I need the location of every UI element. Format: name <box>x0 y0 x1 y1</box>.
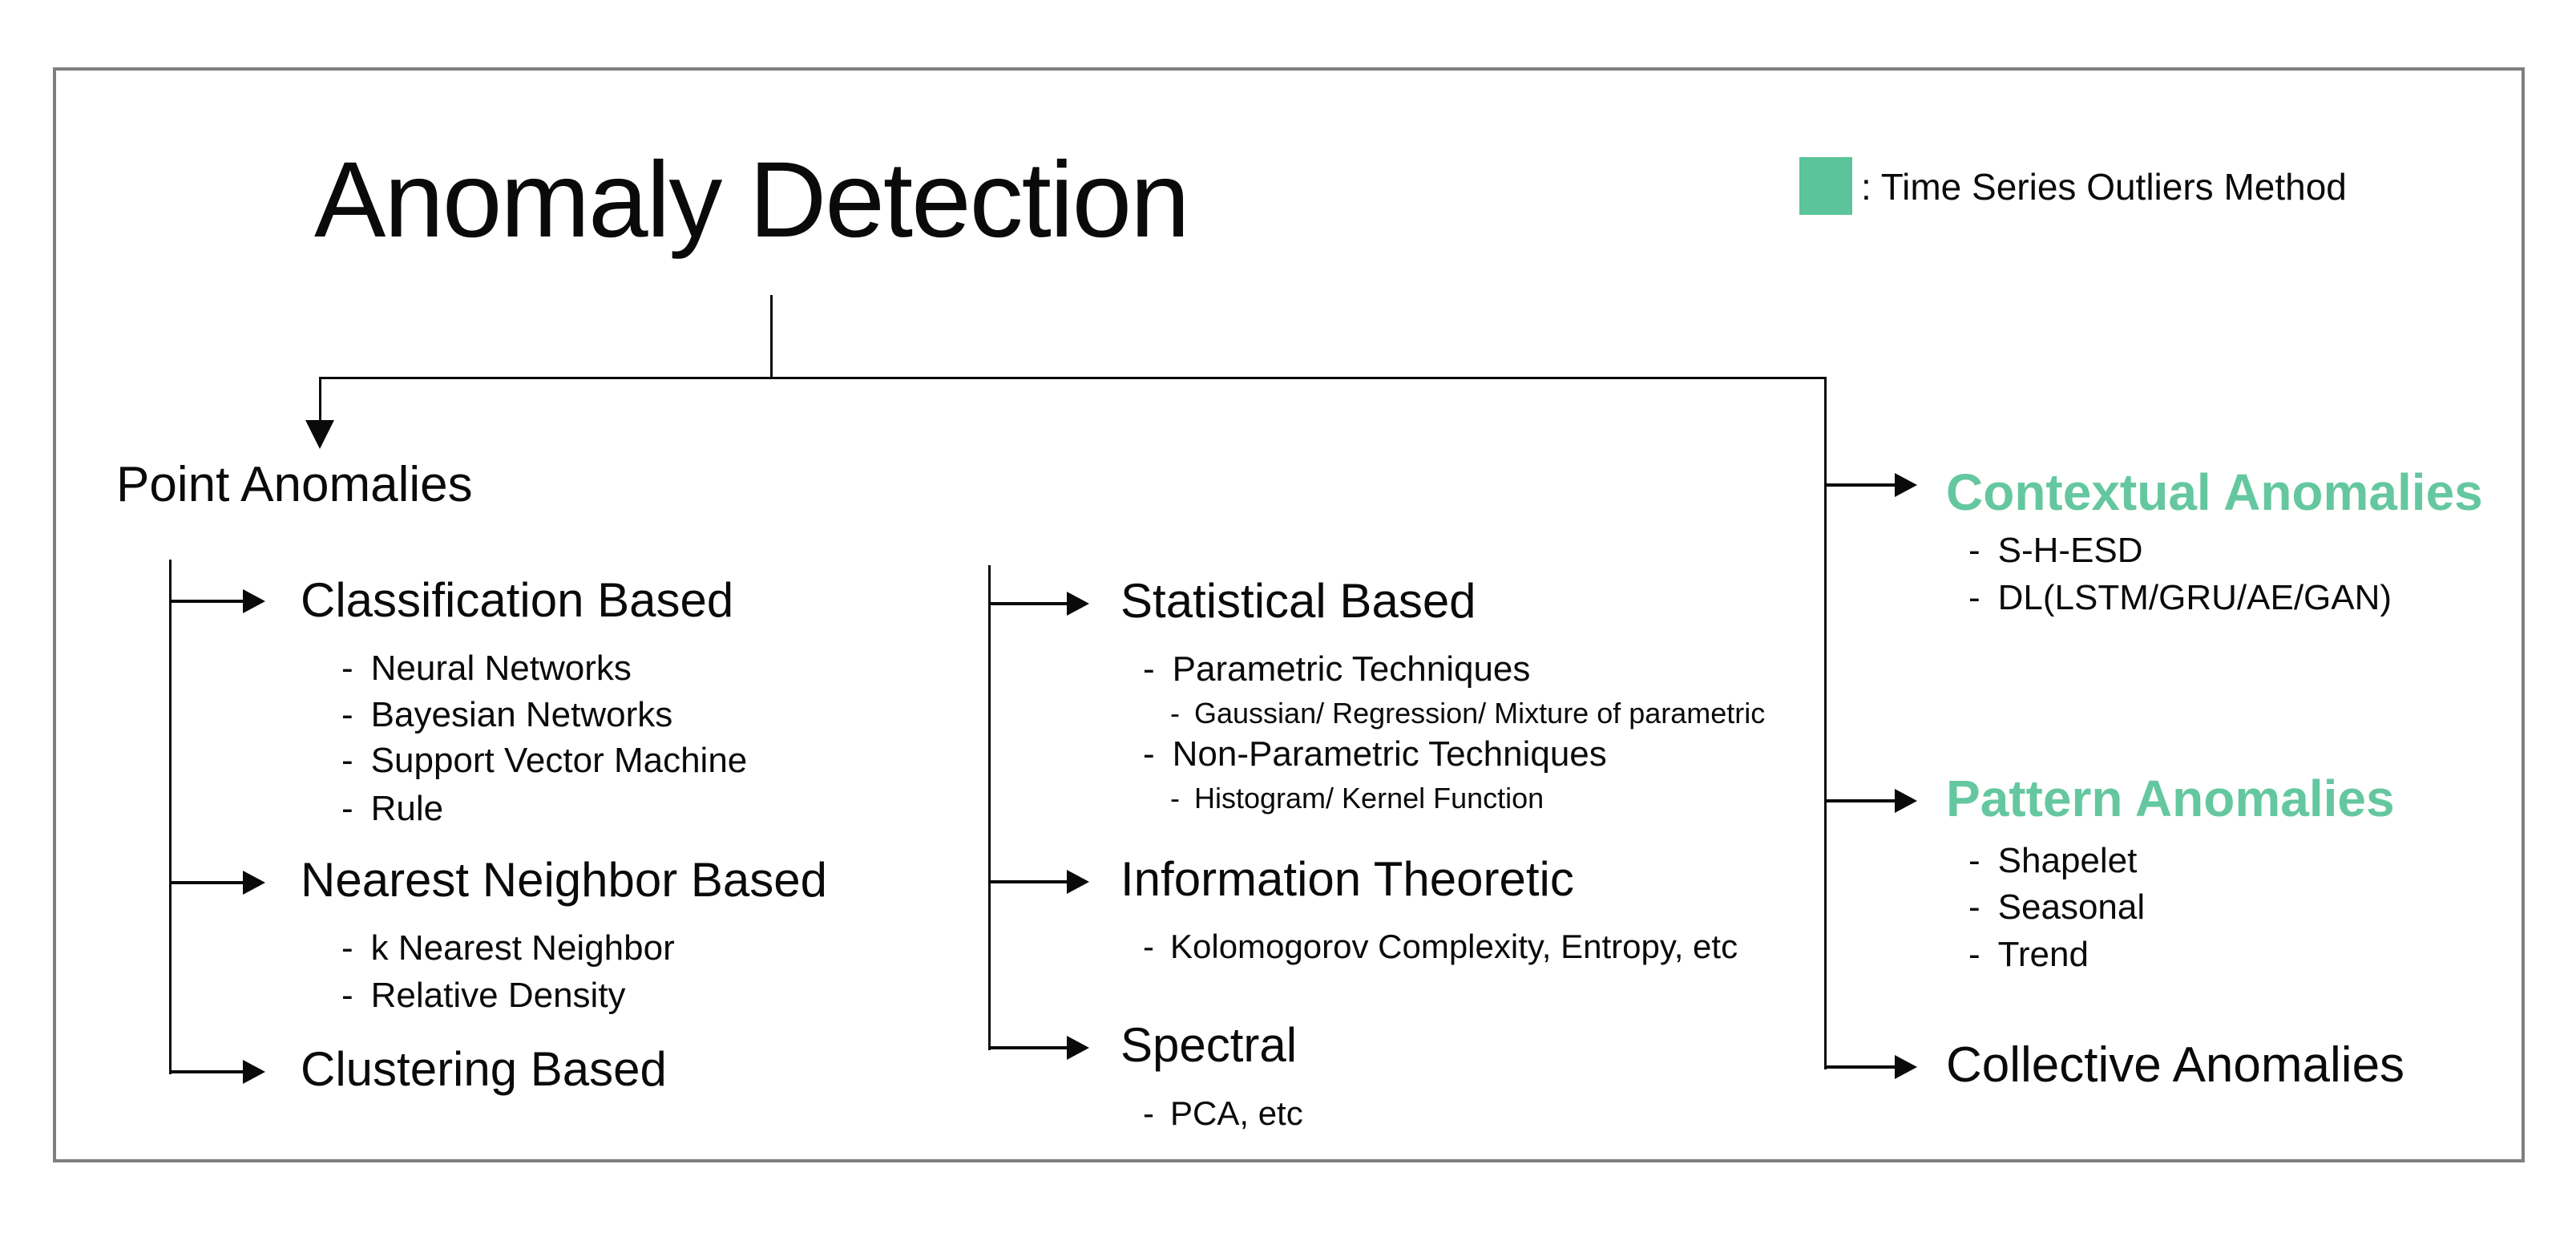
arrowhead-spectral <box>1067 1036 1089 1060</box>
list-subitem: Gaussian/ Regression/ Mixture of paramet… <box>1170 699 1765 728</box>
connector-spectral <box>988 1046 1067 1049</box>
node-spectral: Spectral <box>1120 1018 1298 1072</box>
connector-statistical <box>988 602 1067 605</box>
node-pattern-anomalies: Pattern Anomalies <box>1946 770 2395 827</box>
list-item: Relative Density <box>341 978 626 1013</box>
connector-point-drop <box>319 377 321 423</box>
arrowhead-information-theoretic <box>1067 870 1089 894</box>
connector-title-vertical <box>770 295 773 378</box>
connector-left-trunk <box>169 560 172 1074</box>
legend-color-swatch <box>1799 157 1852 215</box>
list-subitem: Histogram/ Kernel Function <box>1170 784 1544 813</box>
node-statistical-based: Statistical Based <box>1120 574 1476 628</box>
connector-nearest-neighbor <box>169 881 243 884</box>
node-collective-anomalies: Collective Anomalies <box>1946 1037 2405 1093</box>
connector-classification <box>169 600 243 603</box>
list-item: Non-Parametric Techniques <box>1143 737 1607 772</box>
node-classification-based: Classification Based <box>301 573 734 627</box>
connector-clustering <box>169 1070 243 1073</box>
list-item: Rule <box>341 791 444 827</box>
list-item: Trend <box>1968 937 2089 972</box>
legend-label: : Time Series Outliers Method <box>1861 166 2347 208</box>
list-item: Parametric Techniques <box>1143 652 1531 687</box>
list-item: S-H-ESD <box>1968 533 2143 568</box>
list-item: Shapelet <box>1968 843 2138 879</box>
arrowhead-clustering <box>243 1060 265 1084</box>
connector-middle-trunk <box>988 565 991 1050</box>
connector-top-rail <box>320 377 1827 379</box>
connector-pattern <box>1824 799 1895 802</box>
node-contextual-anomalies: Contextual Anomalies <box>1946 463 2483 521</box>
connector-contextual <box>1824 483 1895 487</box>
list-item: DL(LSTM/GRU/AE/GAN) <box>1968 580 2392 616</box>
node-clustering-based: Clustering Based <box>301 1042 667 1096</box>
list-item: Kolomogorov Complexity, Entropy, etc <box>1143 930 1738 964</box>
list-item: PCA, etc <box>1143 1097 1303 1130</box>
node-nearest-neighbor-based: Nearest Neighbor Based <box>301 853 828 907</box>
list-item: Bayesian Networks <box>341 697 673 733</box>
node-point-anomalies: Point Anomalies <box>116 457 473 512</box>
arrowhead-nearest-neighbor <box>243 871 265 895</box>
arrowhead-contextual <box>1895 473 1917 497</box>
arrowhead-statistical <box>1067 592 1089 616</box>
page-title: Anomaly Detection <box>314 140 1190 260</box>
node-information-theoretic: Information Theoretic <box>1120 852 1574 906</box>
arrowhead-collective <box>1895 1055 1917 1079</box>
arrowhead-point-anomalies <box>305 420 334 449</box>
list-item: k Nearest Neighbor <box>341 931 675 966</box>
list-item: Seasonal <box>1968 890 2145 925</box>
connector-right-trunk <box>1824 377 1827 1069</box>
arrowhead-pattern <box>1895 789 1917 813</box>
list-item: Support Vector Machine <box>341 743 748 778</box>
connector-collective <box>1824 1065 1895 1069</box>
list-item: Neural Networks <box>341 651 632 686</box>
arrowhead-classification <box>243 589 265 613</box>
connector-information-theoretic <box>988 880 1067 883</box>
